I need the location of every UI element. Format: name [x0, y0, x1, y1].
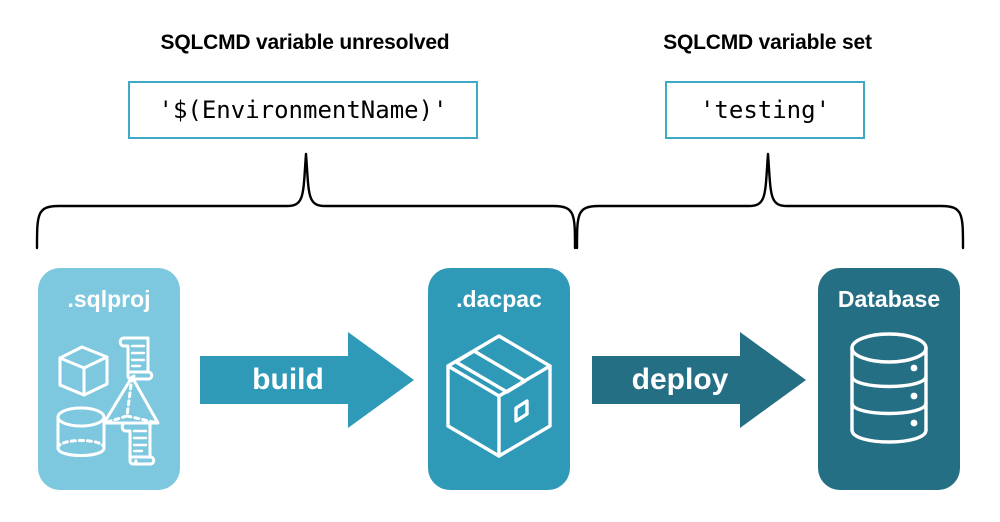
code-box-testing: 'testing'	[665, 81, 865, 139]
stage-box-dacpac: .dacpac	[428, 268, 570, 490]
arrow-right-shape-build	[200, 332, 414, 428]
stage-label-dacpac: .dacpac	[456, 286, 542, 312]
arrow-build: build	[200, 332, 414, 428]
curly-brace-right	[575, 152, 965, 250]
code-box-environment-name: '$(EnvironmentName)'	[128, 81, 478, 139]
arrow-right-shape-deploy	[592, 332, 806, 428]
heading-sqlcmd-variable-set: SQLCMD variable set	[663, 31, 872, 54]
stage-box-database: Database	[818, 268, 960, 490]
curly-brace-left	[35, 152, 577, 250]
database-cylinder-icon	[850, 332, 928, 444]
stage-label-sqlproj: .sqlproj	[67, 286, 151, 312]
arrow-deploy: deploy	[592, 332, 806, 428]
package-box-icon	[446, 334, 552, 458]
heading-sqlcmd-variable-unresolved: SQLCMD variable unresolved	[160, 31, 450, 54]
stage-label-database: Database	[837, 286, 941, 312]
stage-box-sqlproj: .sqlproj	[38, 268, 180, 490]
project-shapes-icon	[56, 336, 160, 466]
